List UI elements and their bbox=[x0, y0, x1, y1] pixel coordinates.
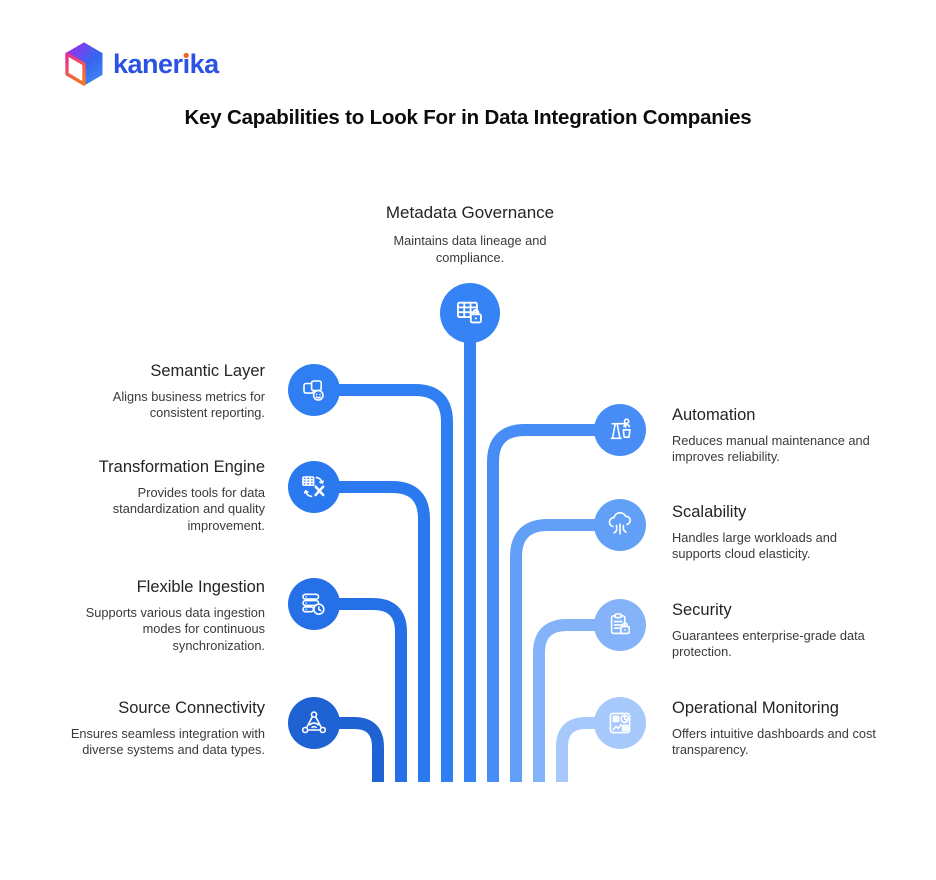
node-description: Reduces manual maintenance and improves … bbox=[672, 432, 870, 465]
cloud-circuit-icon bbox=[608, 512, 631, 535]
server-clock-icon bbox=[302, 593, 325, 616]
node-source-connectivity: Source Connectivity Ensures seamless int… bbox=[55, 699, 265, 759]
clipboard-lock-icon bbox=[610, 613, 630, 635]
transformation-engine-circle bbox=[288, 461, 340, 513]
node-operational-monitoring: Operational Monitoring Offers intuitive … bbox=[672, 699, 887, 759]
node-description: Maintains data lineage and compliance. bbox=[393, 233, 547, 266]
dashboard-charts-icon bbox=[609, 712, 631, 734]
connector-automation bbox=[487, 424, 620, 782]
kanerika-cube-icon bbox=[65, 42, 103, 86]
node-title: Transformation Engine bbox=[98, 458, 265, 476]
network-nodes-icon bbox=[301, 711, 327, 734]
table-transform-icon bbox=[302, 476, 325, 498]
node-title: Metadata Governance bbox=[385, 203, 555, 222]
connector-semantic-layer bbox=[314, 384, 453, 782]
node-transformation-engine: Transformation Engine Provides tools for… bbox=[55, 458, 265, 535]
connector-transformation-engine bbox=[314, 481, 430, 782]
node-title: Operational Monitoring bbox=[672, 699, 839, 717]
automation-circle bbox=[594, 404, 646, 456]
node-description: Provides tools for data standardization … bbox=[112, 484, 265, 534]
node-title: Source Connectivity bbox=[118, 699, 265, 717]
puzzle-smiley-icon bbox=[303, 380, 324, 401]
connector-scalability bbox=[510, 519, 620, 782]
node-description: Ensures seamless integration with divers… bbox=[70, 725, 265, 758]
node-description: Guarantees enterprise-grade data protect… bbox=[672, 627, 865, 660]
node-description: Supports various data ingestion modes fo… bbox=[85, 604, 265, 654]
node-title: Security bbox=[672, 601, 732, 619]
node-semantic-layer: Semantic Layer Aligns business metrics f… bbox=[55, 362, 265, 422]
node-title: Flexible Ingestion bbox=[136, 578, 265, 596]
node-description: Handles large workloads and supports clo… bbox=[672, 529, 838, 562]
node-flexible-ingestion: Flexible Ingestion Supports various data… bbox=[55, 578, 265, 655]
node-title: Automation bbox=[672, 406, 756, 424]
robotic-arm-icon bbox=[610, 418, 631, 440]
connector-security bbox=[533, 619, 620, 782]
node-automation: Automation Reduces manual maintenance an… bbox=[672, 406, 887, 466]
wordmark-orange-dot bbox=[183, 53, 189, 58]
flexible-ingestion-circle bbox=[288, 578, 340, 630]
connector-operational-monitoring bbox=[556, 717, 620, 782]
node-security: Security Guarantees enterprise-grade dat… bbox=[672, 601, 887, 661]
page-title: Key Capabilities to Look For in Data Int… bbox=[184, 106, 752, 129]
node-description: Aligns business metrics for consistent r… bbox=[112, 388, 265, 421]
operational-monitoring-circle bbox=[594, 697, 646, 749]
connector-source-connectivity bbox=[314, 717, 384, 782]
node-metadata-governance: Metadata Governance Maintains data linea… bbox=[350, 203, 590, 267]
node-title: Scalability bbox=[672, 503, 747, 521]
node-scalability: Scalability Handles large workloads and … bbox=[672, 503, 887, 563]
connector-flexible-ingestion bbox=[314, 598, 407, 782]
node-description: Offers intuitive dashboards and cost tra… bbox=[672, 725, 876, 758]
node-title: Semantic Layer bbox=[150, 362, 265, 380]
table-lock-icon bbox=[457, 301, 482, 324]
